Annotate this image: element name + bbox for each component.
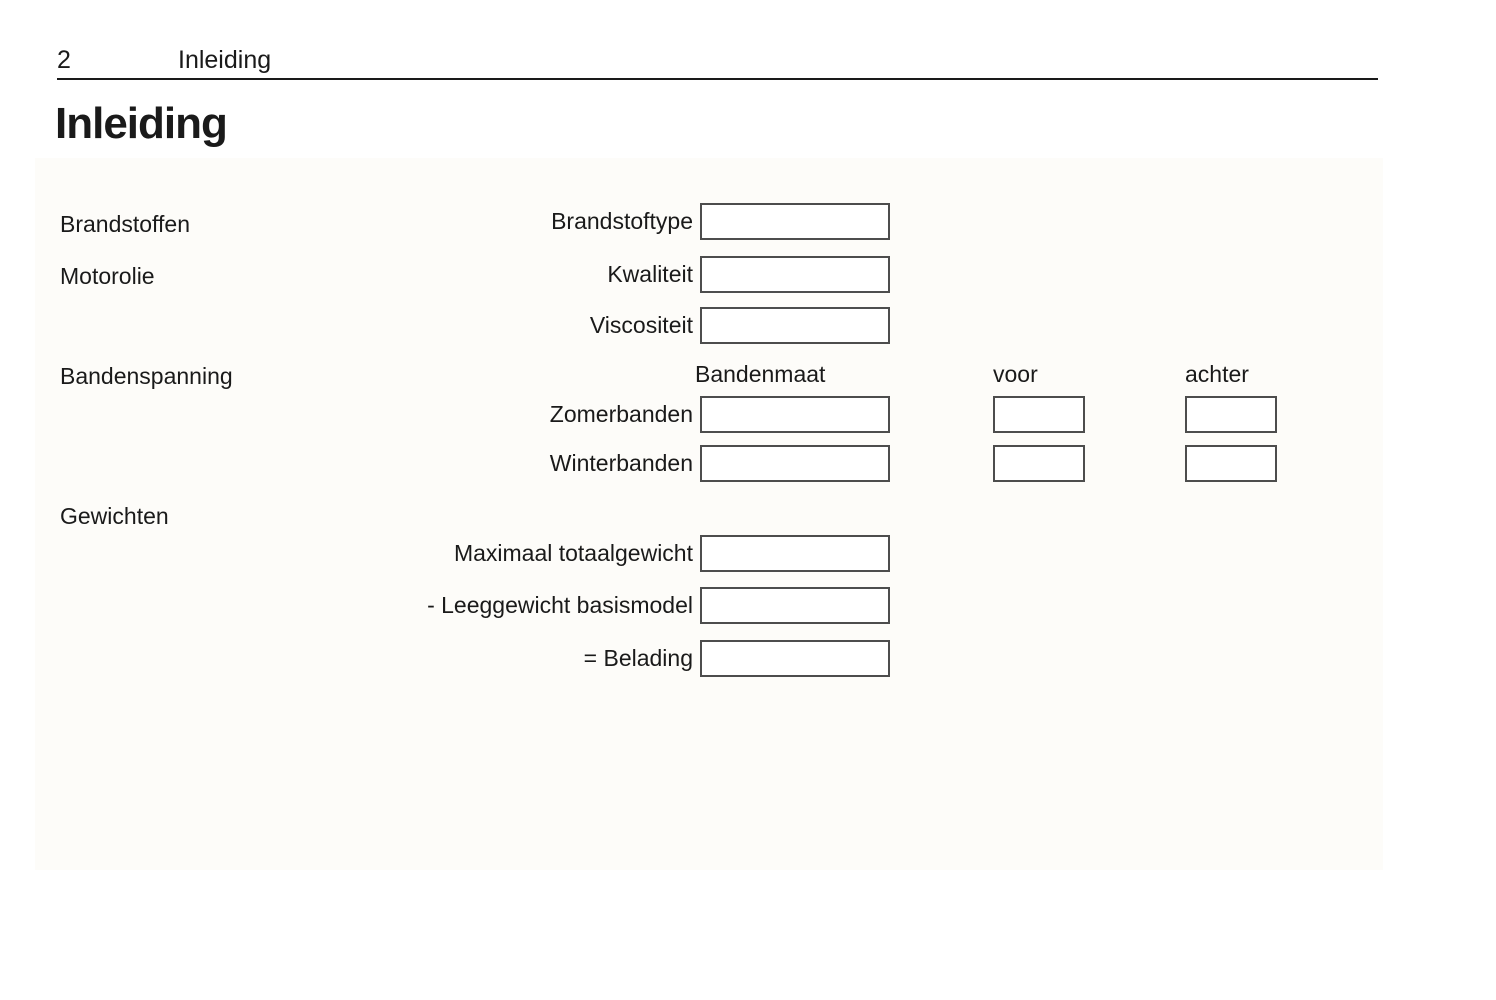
payload-input[interactable] <box>700 640 890 677</box>
label-kerb-weight: - Leeggewicht basismodel <box>427 592 693 618</box>
category-engine-oil: Motorolie <box>60 263 155 289</box>
column-header-rear: achter <box>1185 361 1249 387</box>
winter-tyre-size-input[interactable] <box>700 445 890 482</box>
oil-viscosity-input[interactable] <box>700 307 890 344</box>
category-tyre-pressure: Bandenspanning <box>60 363 233 389</box>
header-rule <box>57 78 1378 80</box>
winter-front-pressure-input[interactable] <box>993 445 1085 482</box>
winter-rear-pressure-input[interactable] <box>1185 445 1277 482</box>
label-winter-tyres: Winterbanden <box>549 450 693 476</box>
label-summer-tyres: Zomerbanden <box>549 401 693 427</box>
page-title: Inleiding <box>55 99 228 148</box>
category-weights: Gewichten <box>60 503 169 529</box>
label-fuel-type: Brandstoftype <box>551 208 693 234</box>
summer-front-pressure-input[interactable] <box>993 396 1085 433</box>
chapter-header: Inleiding <box>178 46 272 74</box>
summer-tyre-size-input[interactable] <box>700 396 890 433</box>
column-header-front: voor <box>993 361 1038 387</box>
page-number: 2 <box>57 46 71 74</box>
column-header-tyre-size: Bandenmaat <box>695 361 826 387</box>
summer-rear-pressure-input[interactable] <box>1185 396 1277 433</box>
oil-quality-input[interactable] <box>700 256 890 293</box>
max-total-weight-input[interactable] <box>700 535 890 572</box>
label-payload: = Belading <box>583 645 693 671</box>
label-quality: Kwaliteit <box>607 261 693 287</box>
label-max-total-weight: Maximaal totaalgewicht <box>453 540 693 566</box>
kerb-weight-input[interactable] <box>700 587 890 624</box>
category-fuels: Brandstoffen <box>60 211 191 237</box>
fuel-type-input[interactable] <box>700 203 890 240</box>
label-viscosity: Viscositeit <box>589 312 693 338</box>
